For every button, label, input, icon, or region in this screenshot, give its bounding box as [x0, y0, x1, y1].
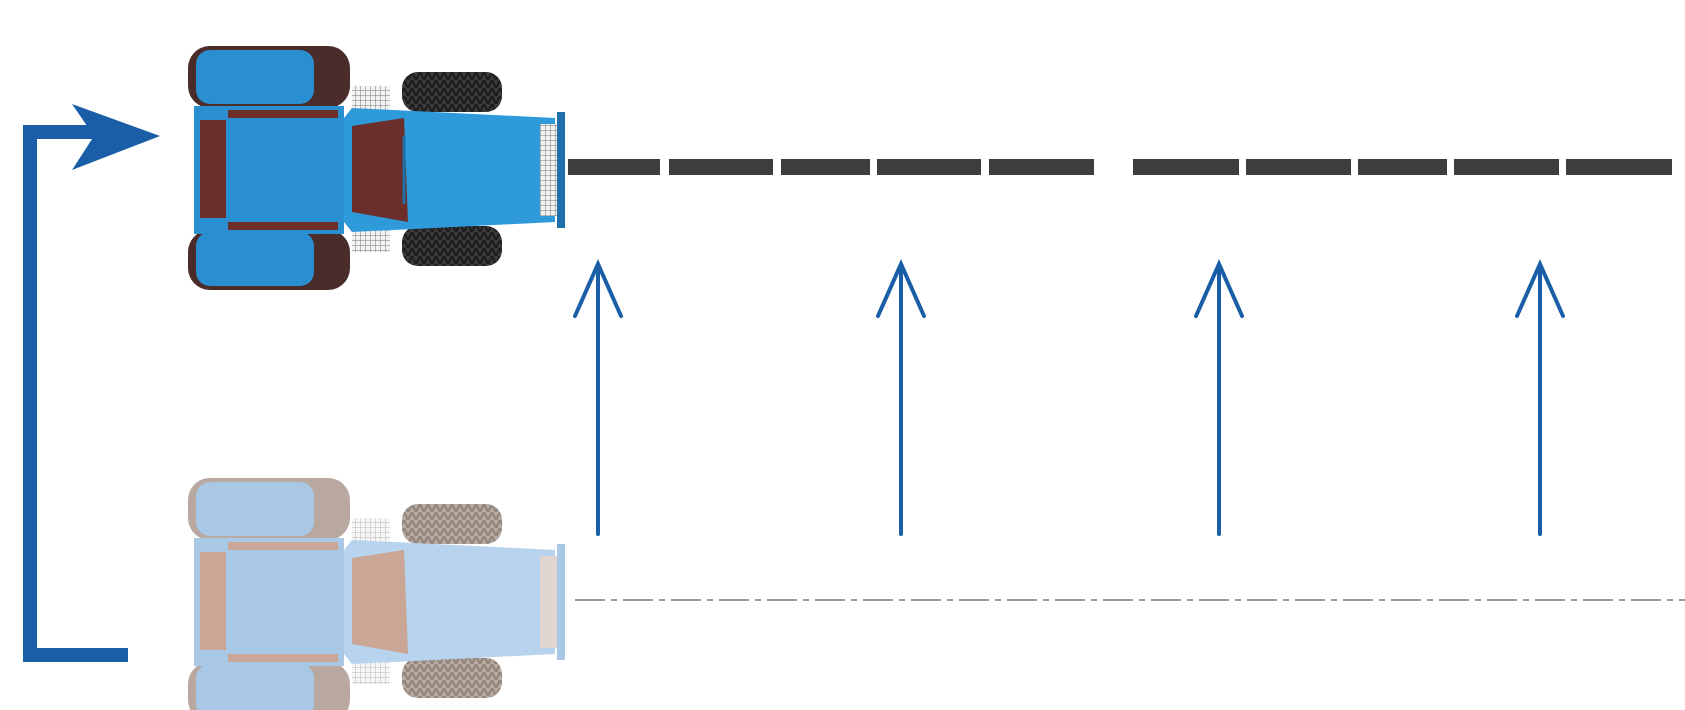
- ghost-tractor-icon: [188, 478, 565, 710]
- active-tractor-icon: [188, 46, 565, 290]
- arrow-up-icon: [1515, 259, 1565, 536]
- arrow-up-icon: [1194, 259, 1244, 536]
- arrow-up-icon: [876, 259, 926, 536]
- u-turn-arrow-icon: [23, 104, 160, 662]
- guidance-line: [568, 159, 1672, 175]
- shift-arrows: [573, 259, 1565, 536]
- arrow-up-icon: [573, 259, 623, 536]
